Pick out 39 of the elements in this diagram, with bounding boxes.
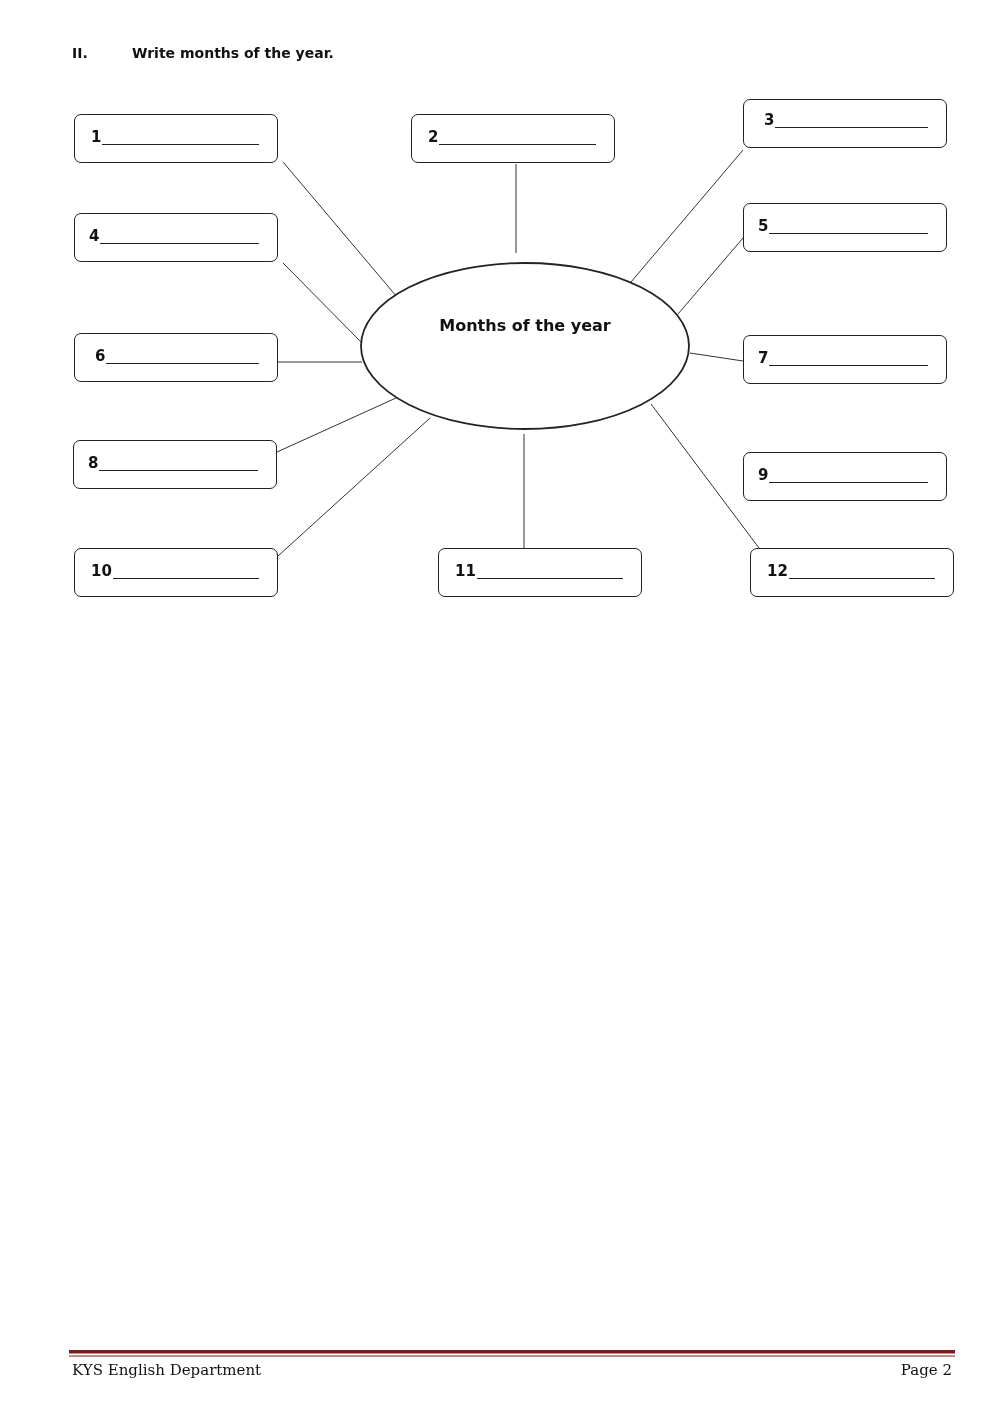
- connector-line: [276, 397, 397, 453]
- answer-box: [74, 548, 278, 597]
- answer-box: [74, 333, 278, 382]
- answer-box: [743, 452, 947, 501]
- connector-line: [277, 361, 363, 363]
- connector-line: [689, 352, 744, 362]
- item-number: 9: [758, 466, 769, 484]
- answer-box: [411, 114, 615, 163]
- connector-line: [282, 262, 362, 343]
- item-number: 2: [428, 128, 439, 146]
- item-number: 3: [764, 111, 775, 129]
- answer-box: [743, 99, 947, 148]
- answer-box: [73, 440, 277, 489]
- answer-box: [74, 213, 278, 262]
- connector-line: [630, 149, 744, 283]
- item-number: 12: [767, 562, 788, 580]
- answer-box: [438, 548, 642, 597]
- item-number: 7: [758, 349, 769, 367]
- connector-line: [515, 163, 517, 254]
- item-number: 10: [91, 562, 112, 580]
- item-number: 1: [91, 128, 102, 146]
- instruction-text: Write months of the year.: [132, 45, 334, 61]
- footer-text: KYS English Department: [72, 1361, 262, 1379]
- page-number: Page 2: [900, 1361, 952, 1379]
- connector-line: [677, 237, 744, 315]
- answer-box: [74, 114, 278, 163]
- answer-box: [750, 548, 954, 597]
- answer-box: [743, 335, 947, 384]
- item-number: 6: [95, 347, 106, 365]
- section-number: II.: [72, 45, 88, 61]
- connector-line: [277, 417, 431, 557]
- topic-text: Months of the year: [438, 316, 612, 335]
- item-number: 11: [455, 562, 476, 580]
- item-number: 5: [758, 217, 769, 235]
- connector-line: [523, 433, 525, 549]
- item-number: 8: [88, 454, 99, 472]
- answer-box: [743, 203, 947, 252]
- item-number: 4: [89, 227, 100, 245]
- connector-line: [650, 403, 760, 549]
